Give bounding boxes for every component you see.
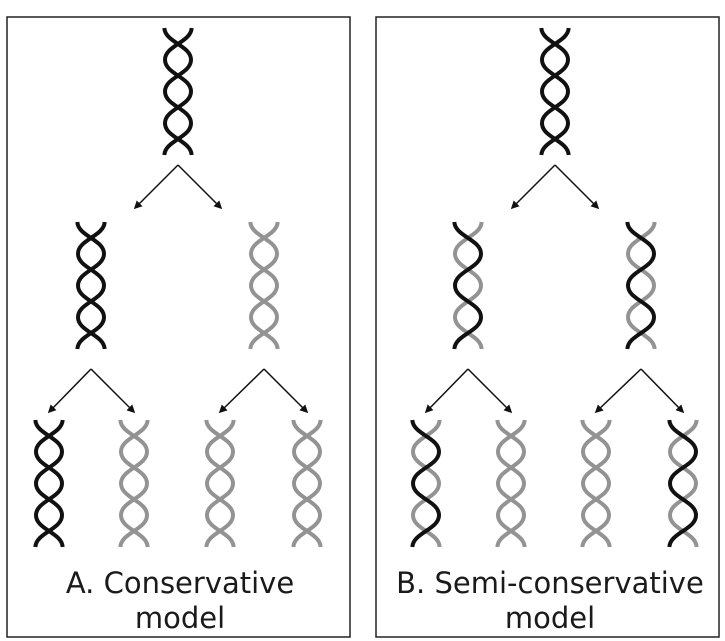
helix-strand-new	[291, 419, 323, 548]
panel-a-helix-gen2	[291, 419, 323, 548]
helix-strand-old	[539, 27, 571, 156]
helix-strand-new	[118, 419, 150, 548]
helix-strand-new	[495, 419, 527, 548]
replication-arrow	[90, 368, 136, 414]
replication-arrow	[218, 368, 265, 414]
helix-strand-old	[33, 419, 65, 548]
replication-arrow	[467, 368, 513, 414]
replication-arrow	[47, 368, 92, 414]
helix-strand-new	[625, 221, 657, 350]
panel-a-frame	[6, 16, 351, 638]
helix-strand-new	[204, 419, 236, 548]
replication-arrow	[263, 368, 309, 414]
replication-arrow	[594, 368, 642, 414]
panel-b-frame	[375, 16, 720, 638]
helix-strand-old	[75, 221, 107, 350]
helix-layer	[33, 27, 699, 548]
helix-strand-new	[291, 419, 323, 548]
panel-a-caption: A. Conservative model	[20, 566, 340, 636]
replication-arrow	[424, 368, 469, 414]
panel-a-caption-line2: model	[134, 601, 226, 635]
helix-strand-new	[452, 221, 484, 350]
panel-b-helix-gen1	[625, 221, 657, 350]
helix-strand-new	[248, 221, 280, 350]
helix-strand-old	[667, 419, 699, 548]
helix-strand-new	[248, 221, 280, 350]
helix-strand-new	[495, 419, 527, 548]
helix-strand-new	[204, 419, 236, 548]
panel-a-helix-gen2	[118, 419, 150, 548]
panel-a-helix-gen0	[162, 27, 194, 156]
panel-b-helix-gen2	[580, 419, 612, 548]
panel-a-helix-gen1	[75, 221, 107, 350]
helix-strand-old	[162, 27, 194, 156]
helix-strand-new	[410, 419, 442, 548]
panel-b-caption-line2: model	[504, 601, 596, 635]
panel-a-helix-gen2	[33, 419, 65, 548]
helix-strand-old	[539, 27, 571, 156]
replication-arrow	[177, 164, 223, 210]
helix-strand-new	[118, 419, 150, 548]
panel-a-helix-gen1	[248, 221, 280, 350]
arrow-layer	[47, 164, 685, 414]
panel-b-helix-gen2	[495, 419, 527, 548]
helix-strand-old	[75, 221, 107, 350]
panel-b-helix-gen0	[539, 27, 571, 156]
helix-strand-old	[452, 221, 484, 350]
panel-a-helix-gen2	[204, 419, 236, 548]
helix-strand-new	[580, 419, 612, 548]
replication-arrow	[133, 164, 179, 210]
panel-b-helix-gen1	[452, 221, 484, 350]
panel-b-helix-gen2	[410, 419, 442, 548]
panel-b-helix-gen2	[667, 419, 699, 548]
helix-strand-old	[410, 419, 442, 548]
replication-arrow	[510, 164, 556, 210]
replication-arrow	[554, 164, 600, 210]
helix-strand-old	[33, 419, 65, 548]
helix-strand-old	[625, 221, 657, 350]
helix-strand-old	[162, 27, 194, 156]
helix-strand-new	[667, 419, 699, 548]
panel-a-caption-line1: A. Conservative	[65, 566, 295, 600]
helix-strand-new	[580, 419, 612, 548]
panel-b-caption: B. Semi-conservative model	[390, 566, 710, 636]
replication-arrow	[640, 368, 685, 414]
panel-b-caption-line1: B. Semi-conservative	[396, 566, 704, 600]
